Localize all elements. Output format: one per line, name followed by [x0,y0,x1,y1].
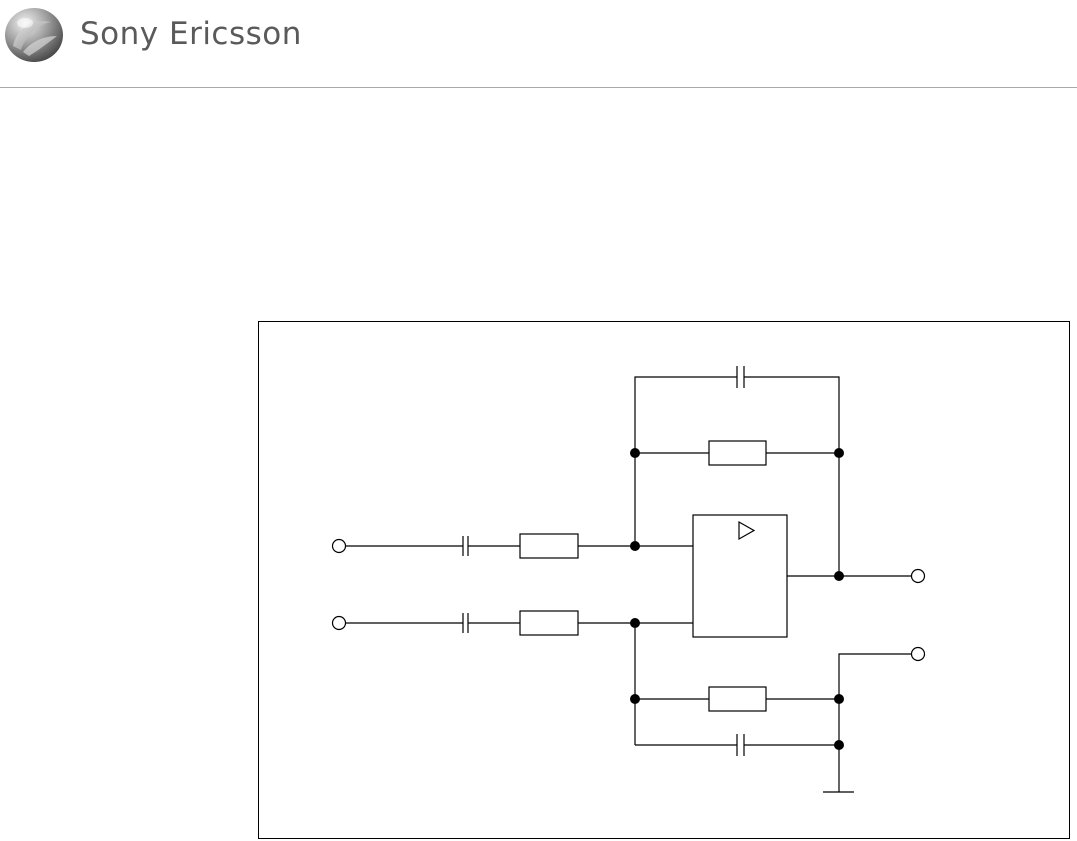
page-header: Sony Ericsson [0,0,1077,88]
circuit-diagram-frame [258,321,1070,839]
input-terminal-2 [333,617,346,630]
input-resistor-2 [520,611,578,635]
junction-dot [834,740,844,750]
feedback-capacitor [737,366,744,388]
circuit-schematic [259,322,1071,840]
junction-dot [630,618,640,628]
output-terminal [912,570,925,583]
feedback-resistor [709,441,766,465]
reference-wire [839,654,912,792]
input-capacitor-1 [463,536,468,556]
junction-dot [834,448,844,458]
header-divider [0,87,1077,88]
junction-dot [630,448,640,458]
junction-dot [834,694,844,704]
sony-ericsson-logo-icon [3,6,65,64]
input-resistor-1 [520,534,578,558]
ground-resistor [709,687,766,711]
input-capacitor-2 [463,613,468,633]
junction-dot [834,571,844,581]
junction-dot [630,541,640,551]
reference-terminal [912,648,925,661]
junction-dot [630,694,640,704]
brand-name: Sony Ericsson [80,14,302,54]
ground-capacitor [737,734,744,756]
input-terminal-1 [333,540,346,553]
